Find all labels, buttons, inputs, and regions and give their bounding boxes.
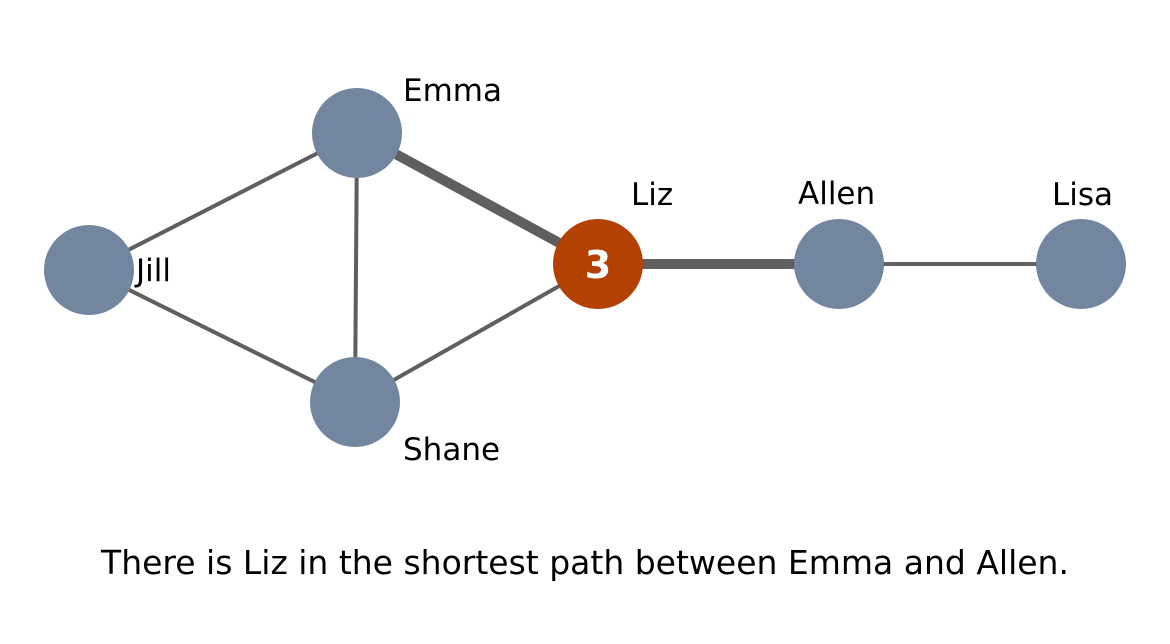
node-shane-label: Shane: [403, 432, 500, 468]
node-lisa-label: Lisa: [1052, 177, 1113, 213]
node-jill-label: Jill: [134, 253, 171, 289]
node-allen: [794, 219, 884, 309]
node-liz-label: Liz: [631, 177, 673, 213]
node-liz: [553, 219, 643, 309]
node-liz-badge: 3: [585, 243, 611, 287]
nodes-layer: [44, 88, 1126, 447]
edge-jill-emma: [87, 131, 359, 272]
edge-shane-liz: [353, 262, 600, 404]
node-allen-label: Allen: [798, 176, 875, 212]
node-shane: [310, 357, 400, 447]
node-lisa: [1036, 219, 1126, 309]
node-emma: [312, 88, 402, 178]
edge-jill-shane: [87, 268, 357, 404]
edge-emma-liz: [354, 128, 601, 269]
caption: There is Liz in the shortest path betwee…: [101, 543, 1069, 582]
node-jill: [44, 225, 134, 315]
node-emma-label: Emma: [403, 73, 502, 109]
